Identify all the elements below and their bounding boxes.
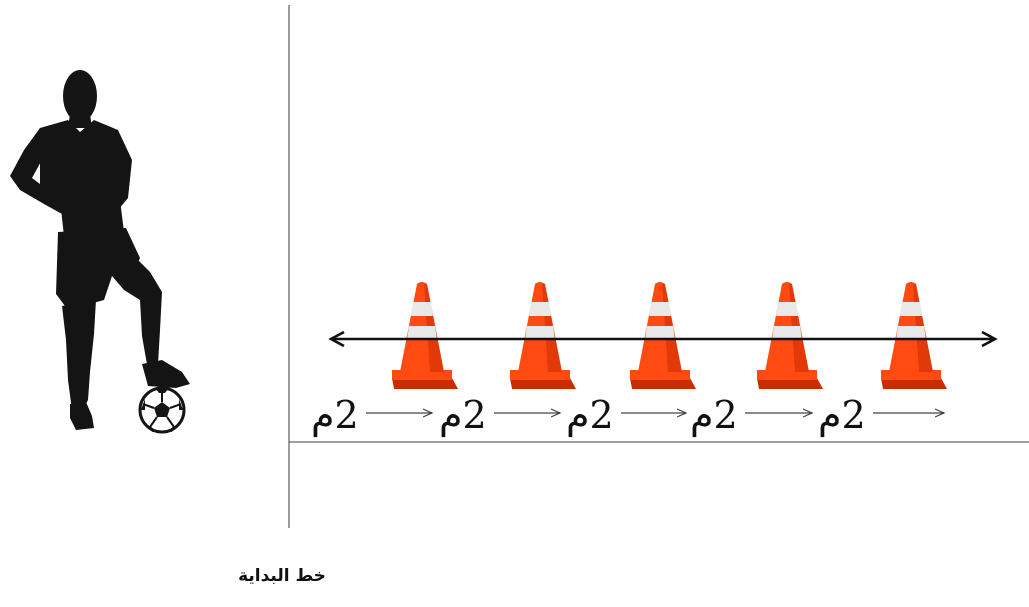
soccer-player-silhouette-icon xyxy=(10,70,190,430)
distance-label: م2 xyxy=(690,393,738,438)
distance-label: م2 xyxy=(818,393,866,438)
traffic-cone-icon xyxy=(392,282,458,389)
traffic-cone-icon xyxy=(757,282,823,389)
distance-label: م2 xyxy=(566,393,614,438)
traffic-cone-icon xyxy=(510,282,576,389)
soccer-ball-icon xyxy=(138,386,186,434)
traffic-cone-icon xyxy=(630,282,696,389)
traffic-cone-icon xyxy=(881,282,947,389)
distance-label: م2 xyxy=(311,393,359,438)
cones-group xyxy=(392,282,947,389)
distance-markers: م2 م2 م2 م2 م2 xyxy=(311,393,944,438)
start-line-label: خط البداية xyxy=(238,566,326,586)
distance-label: م2 xyxy=(439,393,487,438)
